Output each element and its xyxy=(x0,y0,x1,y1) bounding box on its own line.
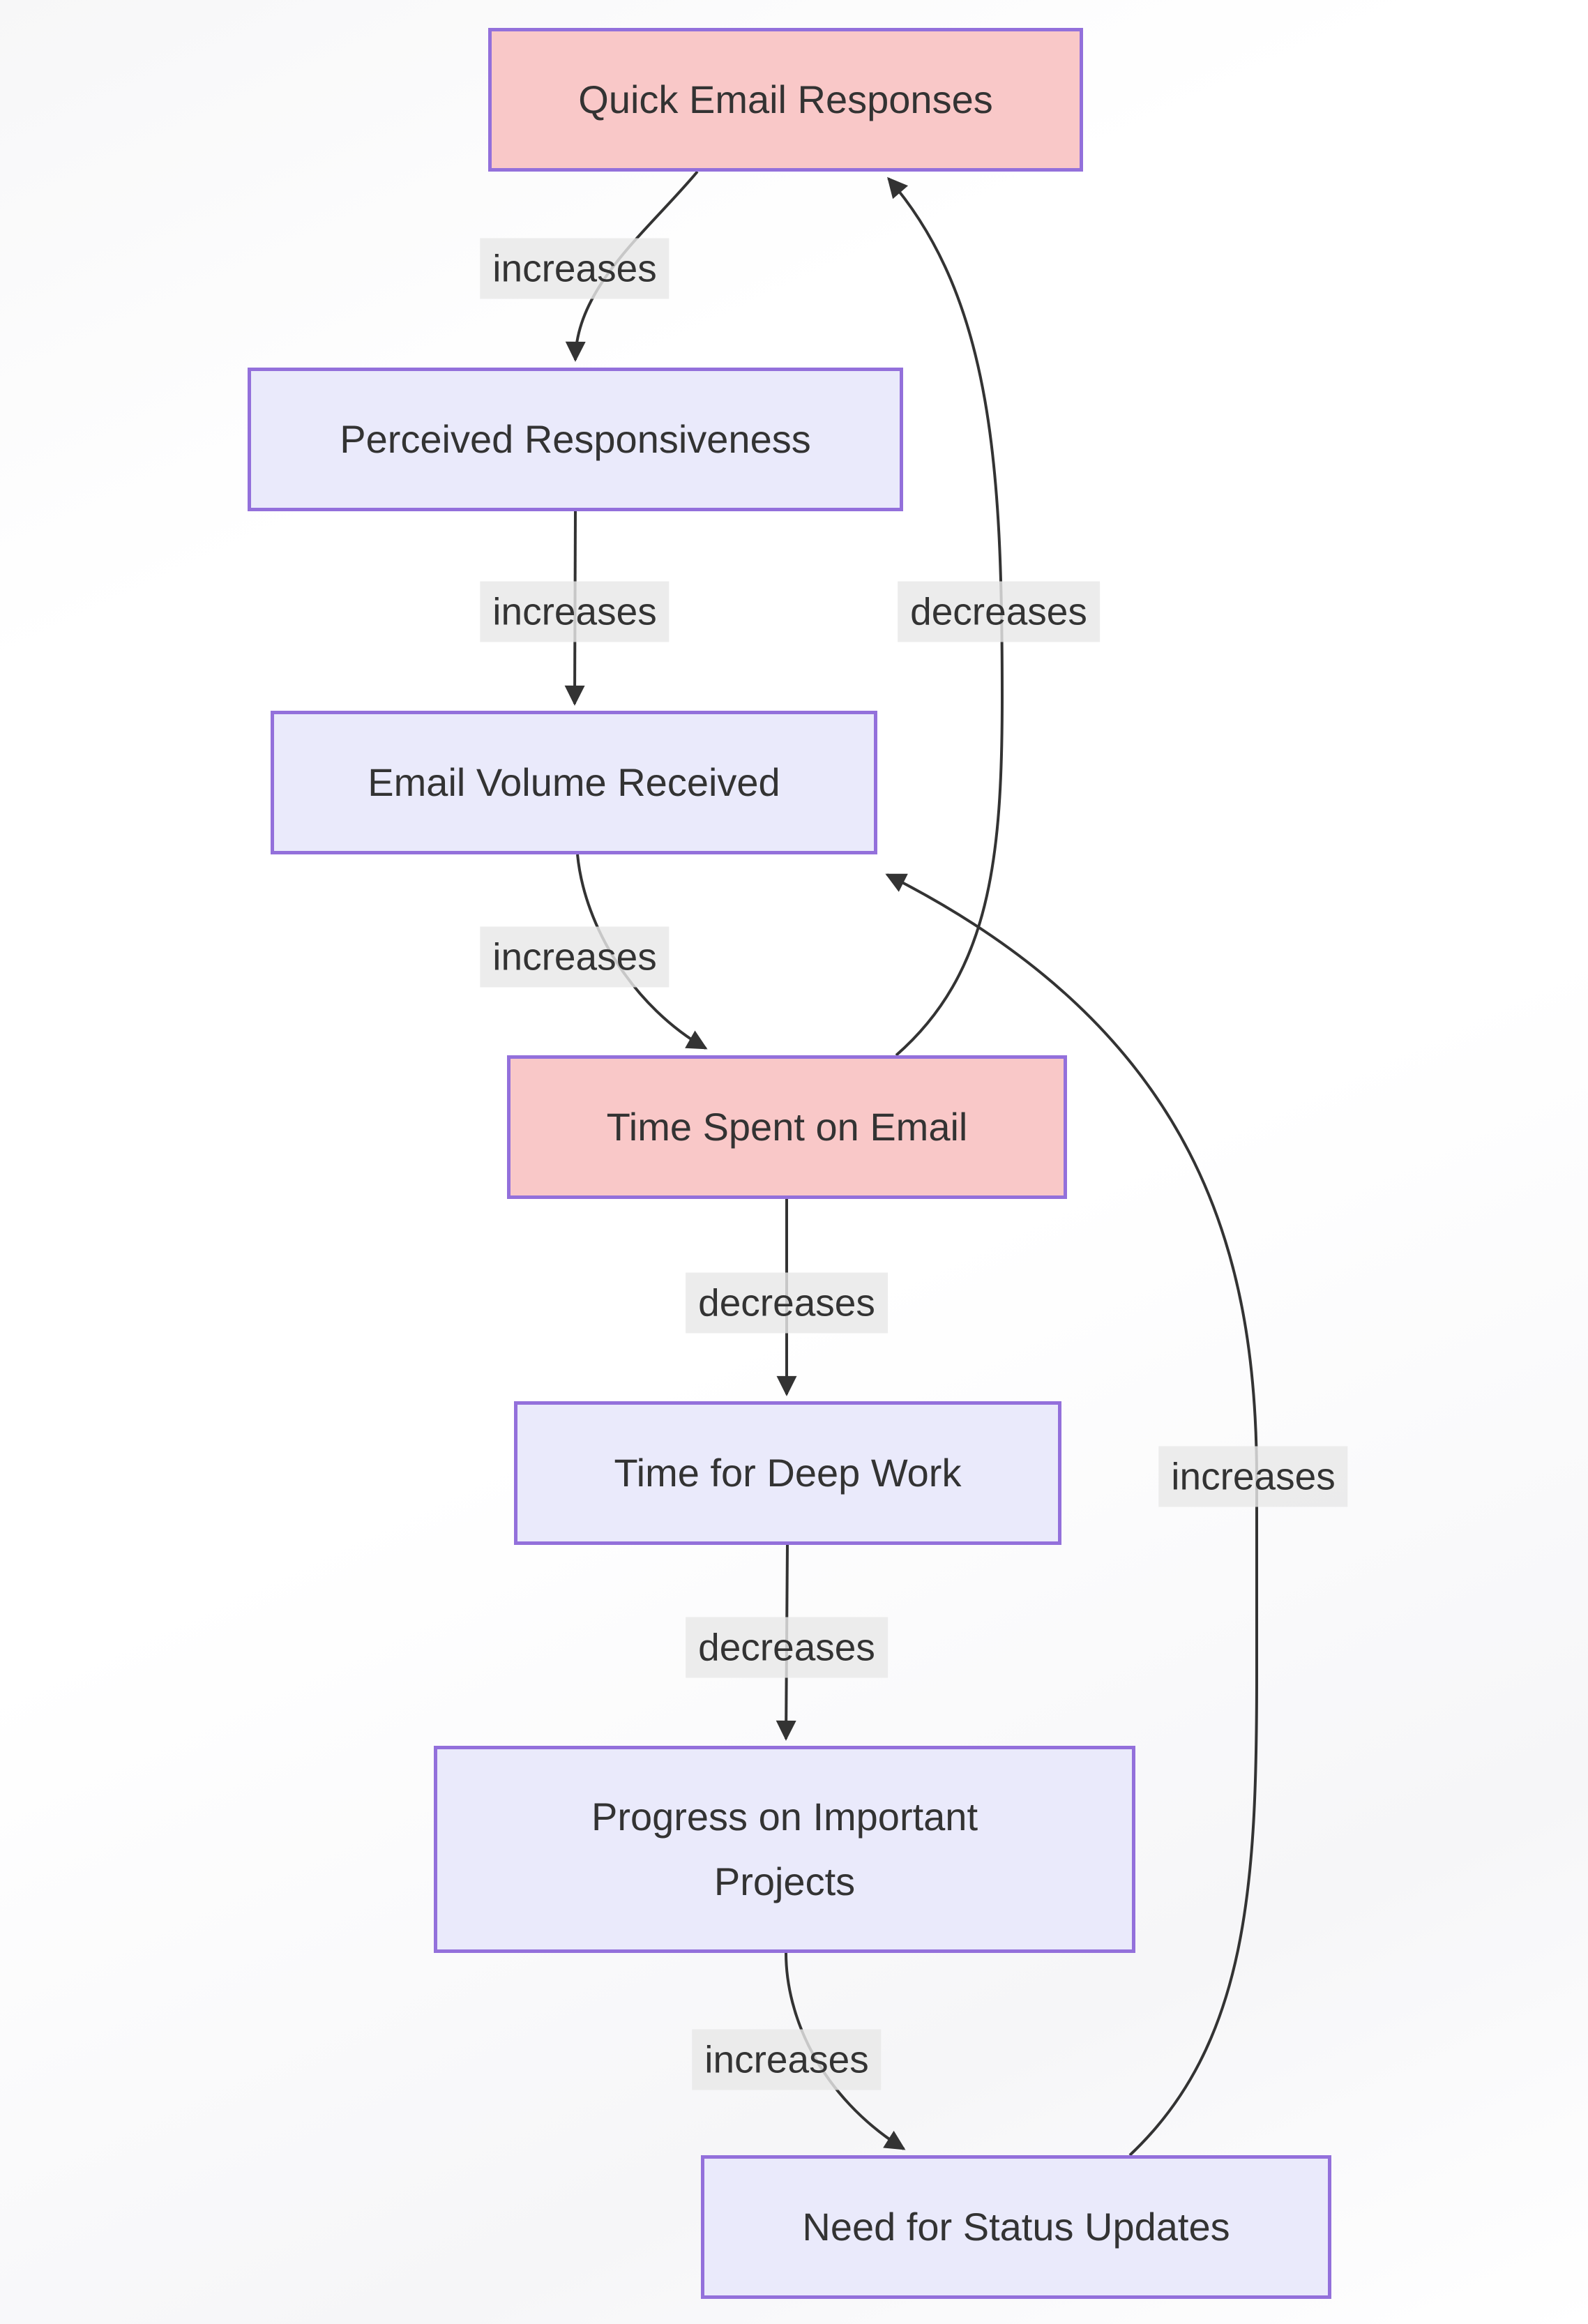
node-label: Perceived Responsiveness xyxy=(340,416,811,461)
node-need-for-status-updates: Need for Status Updates xyxy=(701,2155,1331,2299)
edge-label-decreases-deepwork-progress: decreases xyxy=(686,1617,888,1678)
node-label: Quick Email Responses xyxy=(578,77,993,121)
edge-label-increases-quick-perceived: increases xyxy=(480,238,670,299)
node-time-for-deep-work: Time for Deep Work xyxy=(514,1401,1061,1545)
node-quick-email-responses: Quick Email Responses xyxy=(488,28,1083,172)
node-label: Need for Status Updates xyxy=(802,2204,1230,2249)
node-label: Time for Deep Work xyxy=(614,1450,962,1495)
node-email-volume-received: Email Volume Received xyxy=(271,711,877,854)
edge-label-increases-status-volume: increases xyxy=(1158,1446,1348,1507)
node-progress-on-important-projects: Progress on Important Projects xyxy=(434,1746,1135,1953)
edge-label-increases-progress-status: increases xyxy=(692,2029,882,2090)
edge-timespent-to-quick xyxy=(887,176,1004,1057)
edge-label-decreases-timespent-deepwork: decreases xyxy=(686,1272,888,1334)
edge-label-increases-perceived-volume: increases xyxy=(480,581,670,642)
node-time-spent-on-email: Time Spent on Email xyxy=(507,1055,1067,1199)
edge-label-increases-volume-timespent: increases xyxy=(480,926,670,988)
edge-label-decreases-timespent-quick: decreases xyxy=(898,581,1100,642)
node-label: Progress on Important Projects xyxy=(591,1795,978,1903)
node-perceived-responsiveness: Perceived Responsiveness xyxy=(248,368,903,511)
node-label: Time Spent on Email xyxy=(606,1104,968,1149)
node-label: Email Volume Received xyxy=(368,760,780,804)
